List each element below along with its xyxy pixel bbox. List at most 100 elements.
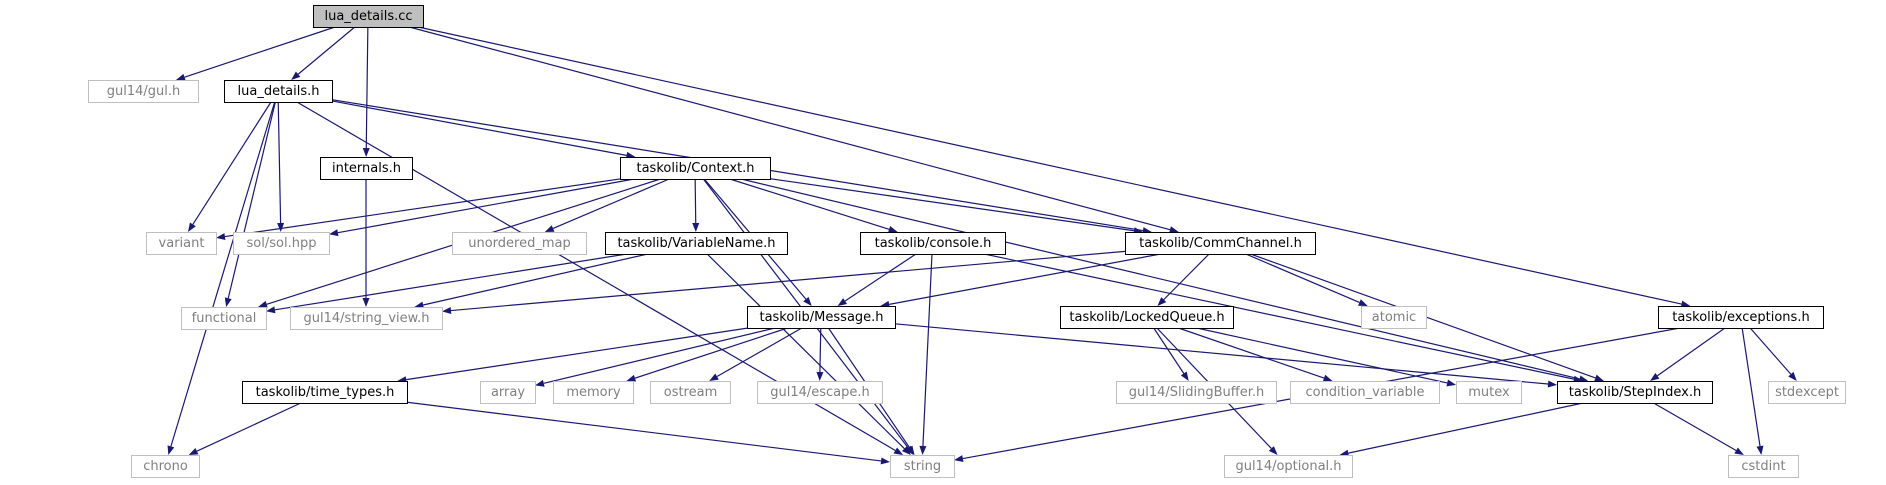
- node-slidingbuffer-h: gul14/SlidingBuffer.h: [1116, 381, 1277, 404]
- edge-lua_details_h-to-sol_hpp: [277, 101, 285, 232]
- arrowhead: [216, 233, 226, 241]
- edge-exceptions_h-to-stepindex_h: [1650, 327, 1726, 381]
- edge-context_h-to-variablename_h: [692, 178, 700, 232]
- node-box: [650, 381, 731, 404]
- node-label: stdexcept: [1775, 385, 1839, 400]
- node-ostream: ostream: [650, 381, 731, 404]
- node-label: cstdint: [1741, 459, 1785, 474]
- edge-exceptions_h-to-cstdint: [1741, 327, 1764, 455]
- node-cstdint: cstdint: [1728, 455, 1799, 478]
- node-label: gul14/SlidingBuffer.h: [1129, 385, 1265, 400]
- node-label: lua_details.cc: [324, 9, 412, 24]
- edge-layer: [167, 26, 1797, 465]
- arrowhead: [188, 222, 196, 232]
- edge-lockedqueue_h-to-condition_variable: [1178, 327, 1333, 382]
- node-array: array: [480, 381, 536, 404]
- edge-message_h-to-ostream: [709, 327, 803, 381]
- node-label: atomic: [1372, 310, 1416, 325]
- arrowhead: [188, 448, 199, 455]
- arrowhead: [535, 379, 545, 387]
- edge-lua_details_h-to-chrono: [167, 101, 276, 455]
- node-message-h[interactable]: taskolib/Message.h: [747, 306, 896, 329]
- arrowhead: [362, 298, 370, 307]
- node-box: [320, 157, 413, 180]
- node-lua-details-h[interactable]: lua_details.h: [224, 80, 333, 103]
- node-box: [1658, 306, 1824, 329]
- edge-commchannel_h-to-stepindex_h: [1250, 253, 1604, 382]
- arrowhead: [837, 298, 848, 306]
- node-time-types-h[interactable]: taskolib/time_types.h: [242, 381, 408, 404]
- node-internals-h[interactable]: internals.h: [320, 157, 413, 180]
- edge-message_h-to-time_types_h: [397, 327, 749, 384]
- node-box: [747, 306, 896, 329]
- arrowhead: [888, 225, 898, 233]
- arrowhead: [1268, 446, 1278, 455]
- arrowhead: [544, 225, 555, 232]
- node-box: [1361, 306, 1427, 329]
- node-label: taskolib/StepIndex.h: [1569, 385, 1701, 400]
- node-sol-hpp: sol/sol.hpp: [233, 232, 330, 255]
- node-box: [1456, 381, 1522, 404]
- node-label: lua_details.h: [238, 84, 320, 99]
- node-label: functional: [192, 311, 257, 326]
- node-chrono: chrono: [131, 455, 200, 478]
- edge-lua_details_h-to-functional: [224, 101, 276, 307]
- node-label: memory: [566, 385, 621, 400]
- node-label: chrono: [143, 459, 188, 474]
- edge-lua_details_cc-to-lua_details_h: [291, 26, 356, 80]
- edge-lua_details_h-to-variant: [188, 101, 272, 232]
- edge-lockedqueue_h-to-slidingbuffer_h: [1153, 327, 1189, 381]
- arrowhead: [880, 457, 890, 465]
- node-lua-details-cc[interactable]: lua_details.cc: [313, 5, 424, 28]
- node-label: unordered_map: [468, 236, 571, 251]
- node-exceptions-h[interactable]: taskolib/exceptions.h: [1658, 306, 1824, 329]
- edge-commchannel_h-to-atomic: [1245, 253, 1368, 306]
- node-optional-h: gul14/optional.h: [1224, 455, 1353, 478]
- node-stdexcept: stdexcept: [1768, 381, 1846, 404]
- node-box: [233, 232, 330, 255]
- node-atomic: atomic: [1361, 306, 1427, 329]
- node-context-h[interactable]: taskolib/Context.h: [620, 157, 771, 180]
- arrowhead: [1788, 371, 1797, 381]
- arrowhead: [626, 374, 637, 382]
- node-label: gul14/escape.h: [770, 385, 870, 400]
- edge-message_h-to-array: [535, 327, 776, 387]
- arrowhead: [1322, 374, 1333, 382]
- arrowhead: [1547, 380, 1557, 388]
- arrowhead: [442, 307, 452, 315]
- node-label: taskolib/Message.h: [759, 310, 883, 325]
- node-box: [605, 232, 788, 255]
- node-box: [242, 381, 408, 404]
- edge-stepindex_h-to-cstdint: [1653, 402, 1744, 455]
- edge-commchannel_h-to-string_view_h: [442, 250, 1126, 315]
- node-memory: memory: [553, 381, 634, 404]
- node-box: [553, 381, 634, 404]
- node-lockedqueue-h[interactable]: taskolib/LockedQueue.h: [1060, 306, 1234, 329]
- arrowhead: [1339, 449, 1350, 457]
- node-box: [480, 381, 536, 404]
- node-label: taskolib/LockedQueue.h: [1069, 310, 1224, 325]
- node-label: taskolib/CommChannel.h: [1139, 236, 1302, 251]
- edge-message_h-to-stepindex_h: [894, 323, 1557, 388]
- node-box: [1125, 232, 1316, 255]
- node-label: gul14/optional.h: [1235, 459, 1341, 474]
- edge-context_h-to-commchannel_h: [769, 178, 1143, 235]
- node-box: [1224, 455, 1353, 478]
- node-box: [860, 232, 1006, 255]
- node-box: [224, 80, 333, 103]
- arrowhead: [954, 455, 964, 463]
- edge-lua_details_h-to-context_h: [331, 100, 636, 159]
- node-commchannel-h[interactable]: taskolib/CommChannel.h: [1125, 232, 1316, 255]
- node-stepindex-h[interactable]: taskolib/StepIndex.h: [1557, 381, 1713, 404]
- node-functional: functional: [181, 307, 267, 330]
- edge-console_h-to-message_h: [837, 253, 917, 306]
- arrowhead: [1157, 297, 1167, 306]
- node-variablename-h[interactable]: taskolib/VariableName.h: [605, 232, 788, 255]
- arrowhead: [901, 446, 911, 455]
- node-string-view-h: gul14/string_view.h: [290, 307, 443, 330]
- node-console-h[interactable]: taskolib/console.h: [860, 232, 1006, 255]
- arrowhead: [329, 229, 339, 237]
- node-variant: variant: [146, 232, 217, 255]
- arrowhead: [919, 445, 927, 455]
- node-box: [1728, 455, 1799, 478]
